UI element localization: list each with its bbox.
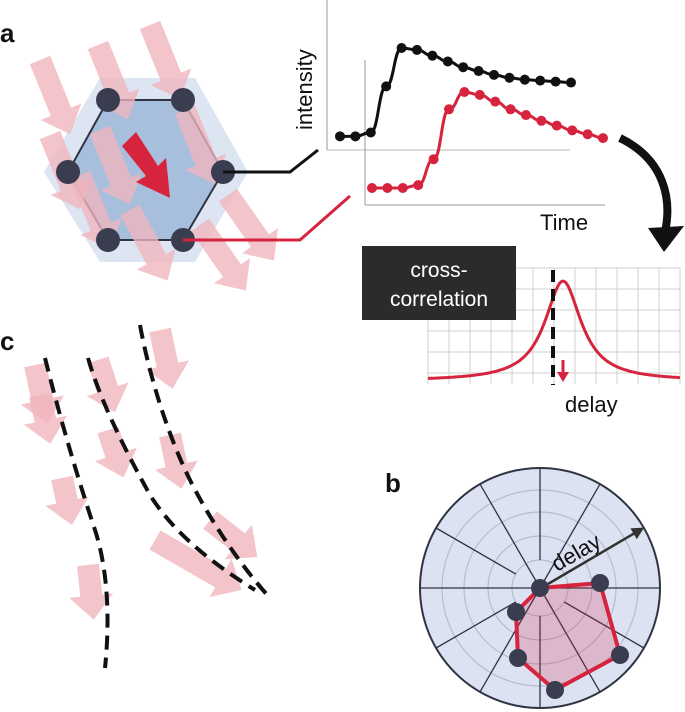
propagation-arrow — [122, 132, 170, 198]
wave-arrow — [145, 327, 189, 389]
curved-arrow — [618, 134, 672, 233]
polar-node — [531, 579, 549, 597]
ylabel-intensity: intensity — [292, 49, 317, 130]
trace-point — [367, 183, 377, 193]
xlabel-delay: delay — [565, 392, 618, 417]
wave-arrow — [86, 356, 129, 413]
curved-arrow-head — [648, 226, 684, 252]
hexagon-node — [96, 228, 120, 252]
polar-spoke — [539, 587, 601, 693]
wavefront-path — [138, 324, 272, 600]
trace-point — [535, 75, 546, 86]
polar-spoke — [435, 527, 517, 575]
trace-point — [474, 89, 485, 100]
polar-spoke — [479, 483, 541, 589]
panel-label-c: c — [0, 326, 14, 356]
wave-arrow — [69, 563, 114, 620]
polar-node — [546, 681, 564, 699]
trace-red — [367, 87, 608, 193]
intensity-plot: intensity Time — [292, 0, 608, 235]
wave-arrow — [23, 392, 67, 444]
trace-point — [428, 154, 439, 165]
trace-point — [459, 87, 470, 97]
panel-label-b: b — [385, 468, 401, 498]
panel-label-a: a — [0, 18, 15, 48]
wavefront-path — [43, 357, 110, 669]
wave-arrow — [95, 426, 137, 478]
trace-point — [458, 62, 469, 73]
delay-arrow-head — [557, 372, 569, 382]
wave-arrow — [45, 475, 89, 525]
hexagon-node — [171, 88, 195, 112]
wave-arrow — [87, 40, 140, 120]
polar-spoke — [563, 601, 645, 649]
polar-nodes — [507, 574, 629, 699]
trace-black — [335, 43, 576, 142]
polar-spoke — [479, 587, 541, 693]
wavefront-path — [86, 357, 257, 592]
trace-point — [504, 72, 515, 83]
polar-grid — [420, 468, 660, 708]
trace-point — [519, 74, 530, 85]
hexagon-nodes — [56, 88, 235, 252]
hexagon-array — [29, 20, 278, 291]
delay-axis-arrow — [547, 527, 645, 586]
trace-point — [444, 104, 454, 115]
polar-node — [509, 649, 527, 667]
trace-point — [551, 120, 562, 131]
trace-point — [381, 81, 392, 92]
wave-arrow — [203, 511, 258, 560]
trace-point — [490, 96, 501, 107]
wave-arrows — [29, 20, 278, 291]
trace-point — [397, 183, 408, 193]
wavefront-arrows — [20, 327, 258, 620]
trace-point — [365, 127, 376, 138]
wave-arrow — [120, 204, 176, 281]
wave-arrow — [219, 188, 278, 261]
polar-node — [611, 646, 629, 664]
trace-point — [473, 66, 484, 77]
trace-point — [566, 77, 576, 88]
wavefront-paths — [43, 324, 272, 669]
trace-point — [335, 131, 345, 142]
trace-point — [396, 43, 407, 53]
trace-point — [413, 180, 424, 191]
cross-correlation-label-box — [362, 246, 516, 320]
polar-node — [507, 603, 525, 621]
hexagon-node — [56, 160, 80, 184]
trace-point — [442, 56, 453, 67]
trace-line — [339, 46, 572, 138]
trace-point — [598, 133, 608, 144]
polar-plot: delay — [419, 467, 661, 709]
wave-arrow — [89, 125, 142, 205]
wave-arrow — [149, 530, 242, 597]
wave-arrow — [174, 105, 227, 185]
polar-node — [591, 574, 609, 592]
trace-point — [550, 76, 561, 87]
trace-line — [372, 90, 604, 190]
trace-point — [505, 104, 516, 115]
trace-point — [350, 131, 361, 142]
wave-arrow — [191, 218, 250, 291]
wave-arrow — [139, 20, 192, 100]
xlabel-time: Time — [540, 210, 588, 235]
connector-black — [223, 148, 319, 174]
trace-point — [412, 44, 422, 55]
cross-label-line1: cross- — [410, 259, 467, 282]
polar-spoke — [435, 601, 517, 649]
trace-point — [536, 115, 547, 126]
trace-point — [382, 183, 393, 193]
cross-label-line2: correlation — [390, 288, 488, 311]
trace-point — [582, 129, 593, 140]
trace-point — [427, 50, 438, 61]
trace-point — [489, 69, 499, 80]
connector-red — [183, 194, 351, 242]
trace-point — [521, 110, 531, 121]
cross-correlation-plot: delay cross- correlation — [362, 246, 681, 417]
wave-arrow — [29, 55, 82, 135]
hexagon-node — [96, 88, 120, 112]
polar-spoke — [539, 483, 601, 589]
trace-point — [567, 125, 578, 136]
